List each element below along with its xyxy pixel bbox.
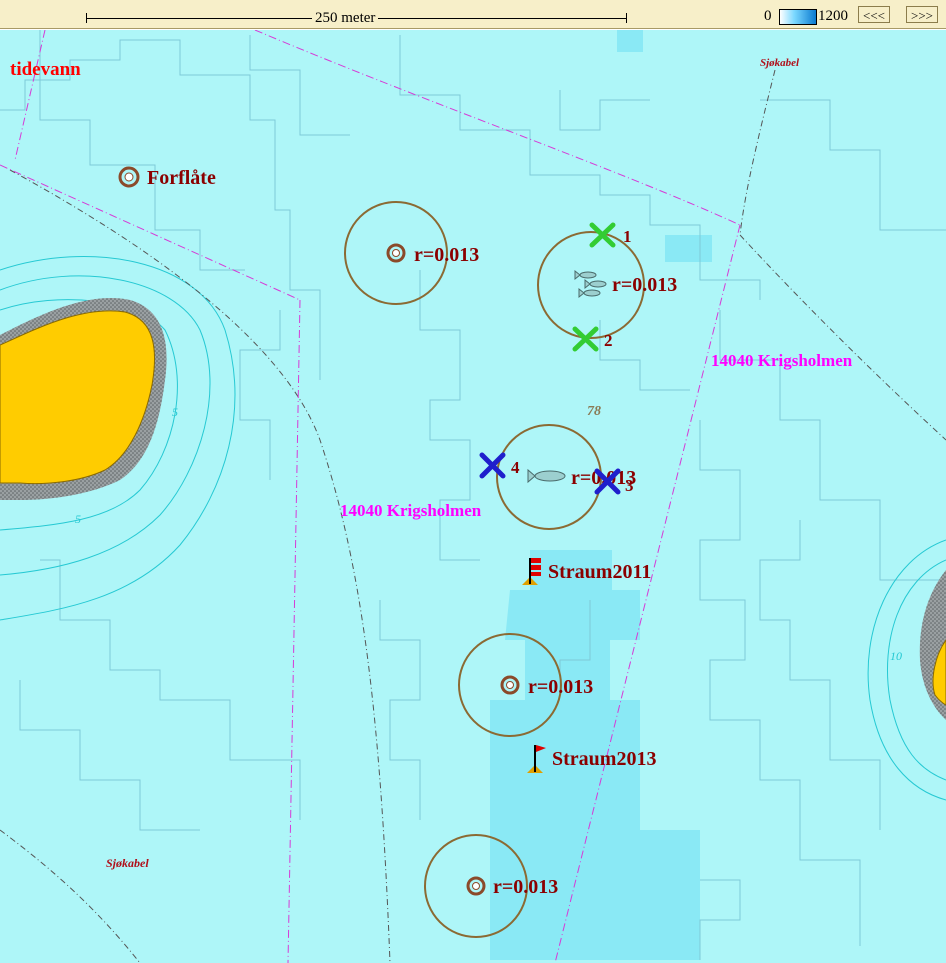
flag-label: Straum2011: [548, 561, 651, 583]
island-west: [0, 310, 155, 485]
flag-icon[interactable]: [527, 745, 546, 773]
island-east: [932, 639, 946, 706]
point-marker-1[interactable]: [589, 222, 616, 248]
point-label: 2: [604, 331, 613, 350]
radius-label: r=0.013: [528, 676, 593, 698]
radius-label: r=0.013: [612, 274, 677, 296]
depth-color-gradient: [779, 9, 817, 25]
station-marker[interactable]: [466, 876, 486, 896]
area-boundaries: [0, 30, 741, 963]
scale-bar-label: 250 meter: [312, 10, 379, 27]
depth-sounding: 78: [587, 404, 601, 419]
sea-area: [0, 30, 946, 963]
depth-contour-label: 5: [172, 405, 178, 419]
flag-icon[interactable]: [522, 558, 541, 585]
point-marker-3[interactable]: [594, 468, 621, 495]
deep-water-patch: [617, 30, 643, 52]
nav-forward-button[interactable]: >>>: [906, 6, 938, 23]
depth-contours: [0, 30, 946, 960]
depth-contour-label: 10: [890, 649, 902, 663]
cable-label: Sjøkabel: [760, 57, 800, 69]
nav-back-button[interactable]: <<<: [858, 6, 890, 23]
area-label: 14040 Krigsholmen: [340, 501, 482, 520]
depth-legend-max: 1200: [818, 8, 848, 24]
tidevann-label: tidevann: [10, 59, 81, 80]
station-marker[interactable]: [386, 243, 406, 263]
deep-water-patch: [665, 235, 712, 262]
station-marker[interactable]: [500, 675, 520, 695]
point-marker-4[interactable]: [479, 452, 506, 479]
fish-icon[interactable]: [527, 468, 566, 484]
point-label: 4: [511, 458, 520, 477]
station-name: Forflåte: [147, 167, 216, 189]
area-label: 14040 Krigsholmen: [711, 351, 853, 370]
station-marker-forflate[interactable]: [118, 166, 140, 188]
depth-legend-min: 0: [764, 8, 772, 24]
flag-label: Straum2013: [552, 748, 656, 770]
cable-label: Sjøkabel: [106, 856, 149, 870]
point-marker-2[interactable]: [572, 326, 599, 352]
cable-lines: [0, 69, 946, 963]
point-label: 3: [625, 476, 634, 495]
sea-chart[interactable]: tidevann Sjøkabel Sjøkabel 14040 Krigsho…: [0, 30, 946, 963]
scale-bar-tick-right: [626, 13, 627, 23]
radius-label: r=0.013: [414, 244, 479, 266]
map-toolbar: 250 meter 0 1200 <<< >>>: [0, 0, 946, 29]
deep-water-channel: [490, 550, 700, 960]
scale-bar-tick-left: [86, 13, 87, 23]
depth-contour-label: 5: [75, 512, 81, 526]
point-label: 1: [623, 227, 632, 246]
fish-school-icon[interactable]: [574, 269, 607, 299]
radius-label: r=0.013: [493, 876, 558, 898]
